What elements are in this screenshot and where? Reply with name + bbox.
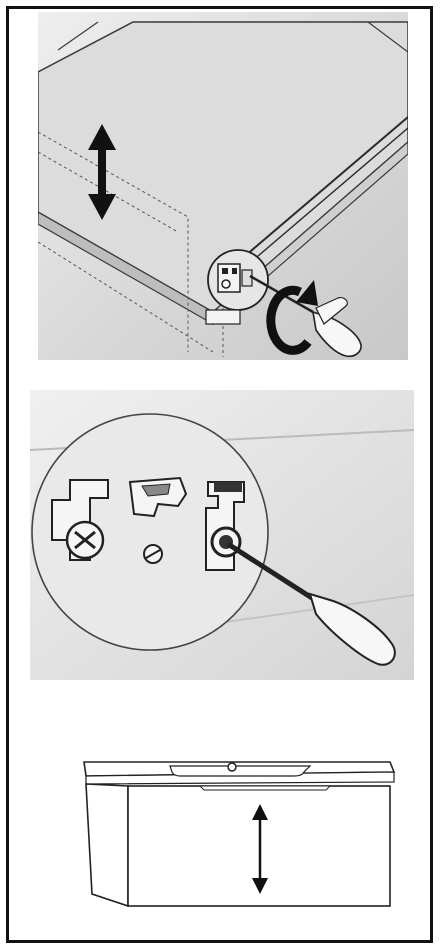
cabinet-side [86,784,128,906]
drawer-handle-groove [200,786,330,790]
tap-hole-icon [228,763,236,771]
step-2-screw-detail-panel [30,390,414,680]
step-1-illustration [38,12,408,360]
step-3-vanity-cabinet-panel [80,746,398,916]
toothed-rack [214,482,242,492]
step-1-drawer-adjustment-panel [38,12,408,360]
vanity-cabinet [84,762,394,906]
sink-basin [170,766,310,776]
step-3-illustration [80,746,398,916]
step-2-illustration [30,390,414,680]
